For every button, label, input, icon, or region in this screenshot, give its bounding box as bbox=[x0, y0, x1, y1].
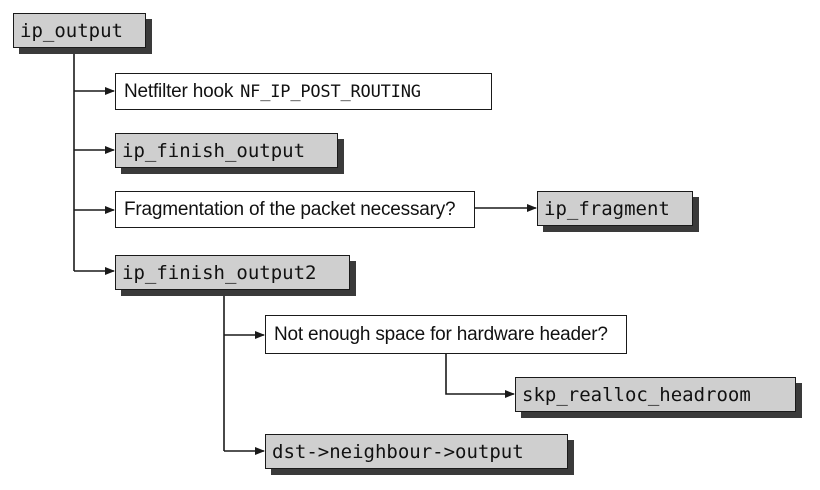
netfilter-hook-code: NF_IP_POST_ROUTING bbox=[240, 81, 421, 102]
ip-finish-output-label: ip_finish_output bbox=[122, 139, 306, 162]
netfilter-hook-box: Netfilter hook NF_IP_POST_ROUTING bbox=[115, 73, 492, 110]
ip-output-label: ip_output bbox=[20, 19, 123, 42]
dst-neighbour-output-label: dst->neighbour->output bbox=[272, 440, 524, 463]
hardware-header-question-box: Not enough space for hardware header? bbox=[265, 315, 627, 354]
skb-realloc-headroom-box: skp_realloc_headroom bbox=[515, 377, 796, 412]
fragmentation-question-box: Fragmentation of the packet necessary? bbox=[115, 191, 475, 228]
ip-finish-output2-label: ip_finish_output2 bbox=[122, 261, 317, 284]
ip-fragment-label: ip_fragment bbox=[544, 197, 670, 220]
dst-neighbour-output-box: dst->neighbour->output bbox=[265, 434, 568, 469]
arrow-to-skb-realloc-headroom bbox=[445, 353, 515, 398]
skb-realloc-headroom-label: skp_realloc_headroom bbox=[522, 383, 751, 406]
ip-fragment-box: ip_fragment bbox=[537, 191, 693, 226]
ip-output-box: ip_output bbox=[13, 13, 146, 48]
ip-finish-output-box: ip_finish_output bbox=[115, 133, 338, 168]
fragmentation-question-label: Fragmentation of the packet necessary? bbox=[124, 198, 456, 220]
ip-finish-output2-box: ip_finish_output2 bbox=[115, 255, 350, 290]
hardware-header-question-label: Not enough space for hardware header? bbox=[274, 323, 608, 345]
netfilter-hook-label: Netfilter hook bbox=[124, 80, 234, 102]
